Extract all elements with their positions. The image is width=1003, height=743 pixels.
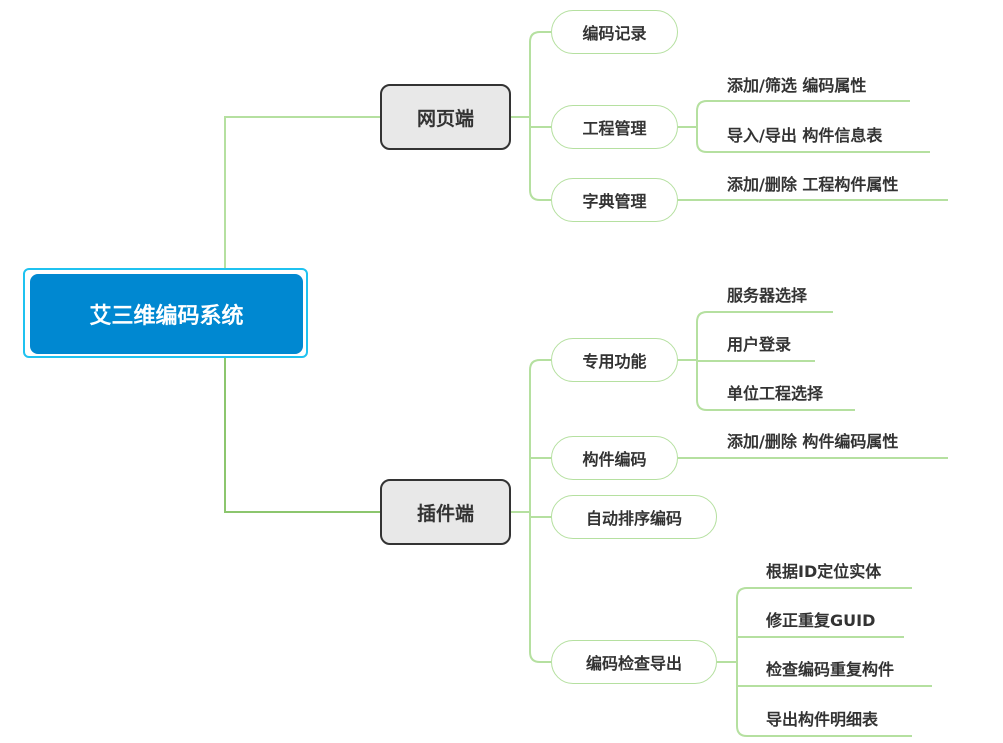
node-plugin[interactable]: 插件端 (380, 479, 511, 545)
leaf-export-detail[interactable]: 导出构件明细表 (766, 710, 879, 729)
connector-root-plugin (224, 358, 380, 513)
connector-project-mgmt (678, 100, 930, 153)
node-auto-sort[interactable]: 自动排序编码 (551, 495, 717, 539)
node-web[interactable]: 网页端 (380, 84, 511, 150)
node-check-export[interactable]: 编码检查导出 (551, 640, 717, 684)
connector-root-web (224, 116, 380, 268)
leaf-add-filter[interactable]: 添加/筛选 编码属性 (727, 76, 867, 95)
leaf-check-duplicate[interactable]: 检查编码重复构件 (766, 660, 895, 679)
node-component-code[interactable]: 构件编码 (551, 436, 678, 480)
node-special-func[interactable]: 专用功能 (551, 338, 678, 382)
leaf-user-login[interactable]: 用户登录 (727, 335, 792, 354)
leaf-fix-guid[interactable]: 修正重复GUID (766, 611, 876, 630)
connector-check-export (717, 587, 932, 737)
leaf-server-select[interactable]: 服务器选择 (727, 286, 808, 305)
node-project-mgmt[interactable]: 工程管理 (551, 105, 678, 149)
leaf-add-delete-project[interactable]: 添加/删除 工程构件属性 (727, 175, 899, 194)
leaf-add-delete-component[interactable]: 添加/删除 构件编码属性 (727, 432, 899, 451)
connector-special (678, 311, 855, 411)
root-node[interactable]: 艾三维编码系统 (30, 274, 303, 354)
connector-web-children (511, 31, 551, 201)
leaf-import-export[interactable]: 导入/导出 构件信息表 (727, 126, 883, 145)
leaf-locate-by-id[interactable]: 根据ID定位实体 (766, 562, 882, 581)
leaf-unit-project[interactable]: 单位工程选择 (727, 384, 824, 403)
node-dict-mgmt[interactable]: 字典管理 (551, 178, 678, 222)
node-code-record[interactable]: 编码记录 (551, 10, 678, 54)
connector-plugin-children (511, 359, 551, 663)
